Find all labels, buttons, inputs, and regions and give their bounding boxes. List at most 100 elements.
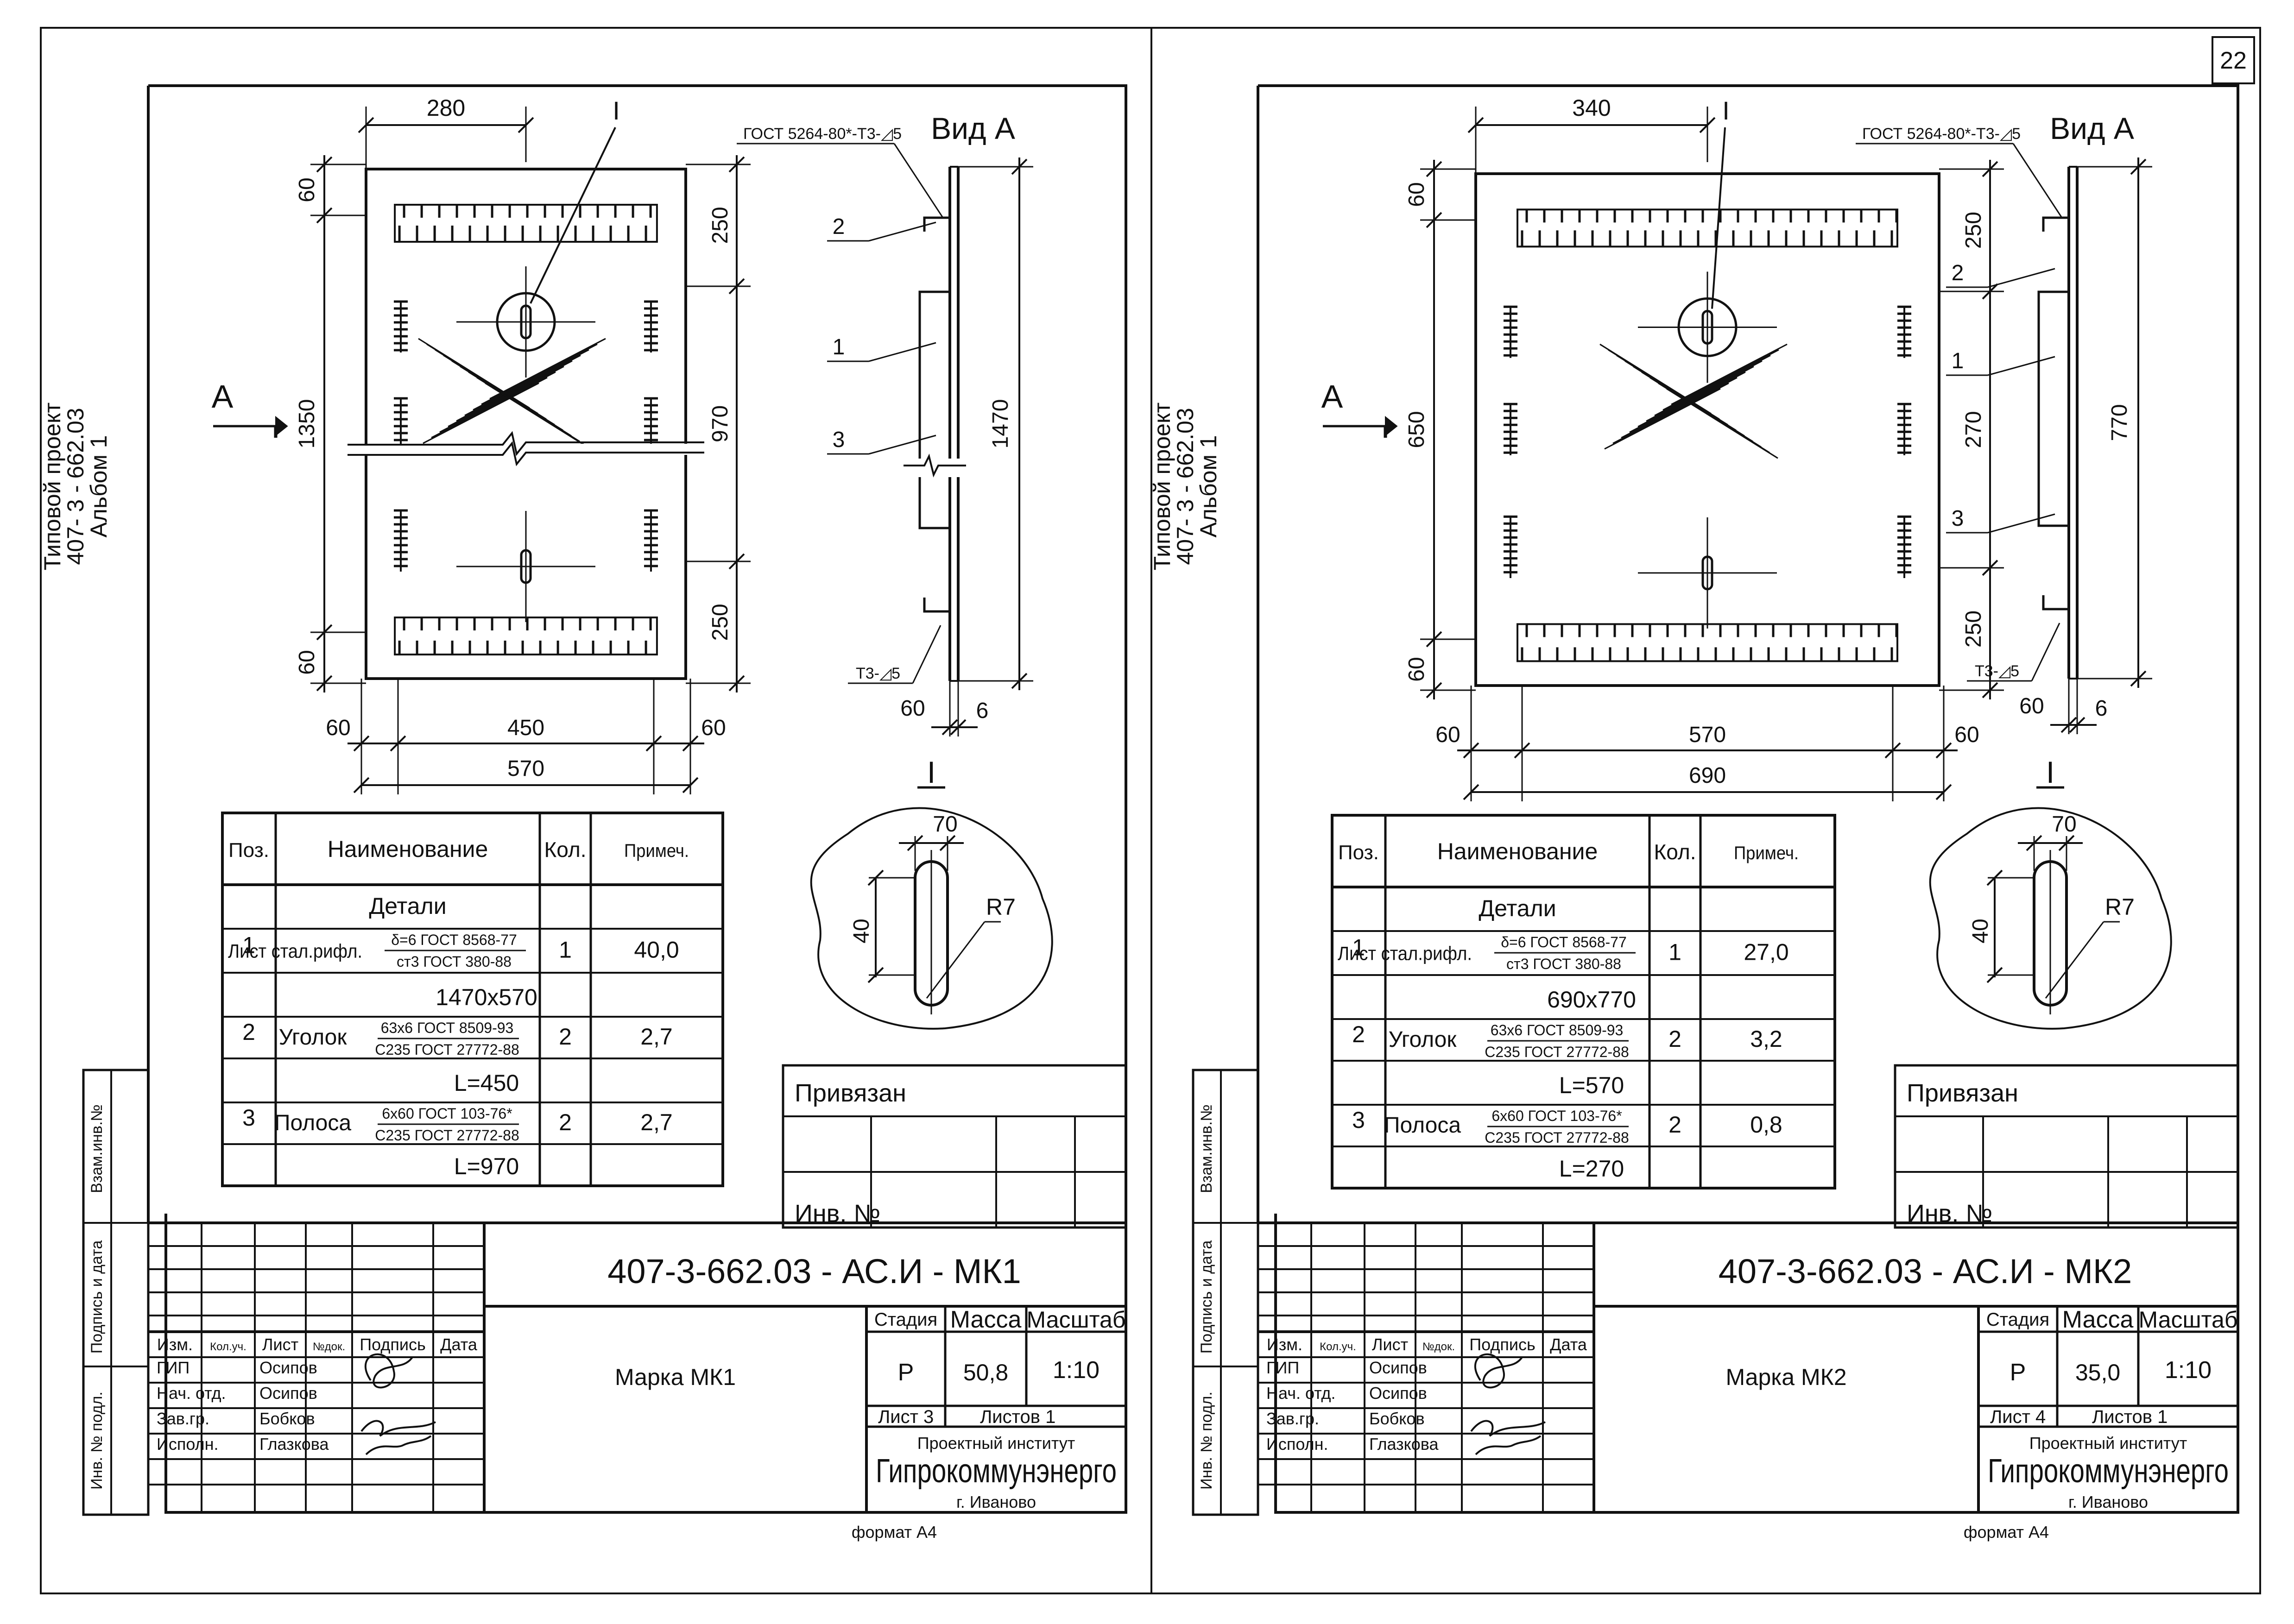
dimension-tick	[2058, 835, 2075, 851]
table-extra: L=570	[1559, 1072, 1624, 1098]
title-stage: Р	[2010, 1359, 2026, 1386]
side-stamp-replaced-inv: Взам.инв.№	[88, 1104, 106, 1193]
dimension-right: 250	[708, 604, 733, 641]
table-note: 40,0	[634, 937, 679, 963]
table-pos: 2	[242, 1019, 255, 1045]
dimension-tick	[390, 735, 406, 752]
side-note-line-2: 407- 3 - 662.03	[63, 408, 88, 565]
table-header: Примеч.	[624, 841, 689, 861]
title-col-header: №док.	[1422, 1341, 1455, 1353]
dimension-tick	[1982, 161, 1998, 177]
dimension-bottom: 60	[2019, 694, 2044, 718]
side-stamp-original-inv: Инв. № подл.	[1198, 1391, 1215, 1490]
detail-title: I	[2046, 755, 2054, 789]
binding-frame	[1894, 1064, 2239, 1229]
title-col-header: Изм.	[1267, 1335, 1302, 1354]
table-qty: 1	[1668, 939, 1681, 965]
callout-leader	[530, 127, 616, 304]
title-mass-label: Масса	[2062, 1306, 2134, 1333]
title-stage-label: Стадия	[1986, 1309, 2049, 1330]
leader-line	[868, 434, 936, 455]
title-col-header: Дата	[440, 1335, 478, 1354]
dimension-tick	[682, 777, 699, 793]
side-stamp-replaced-inv: Взам.инв.№	[1198, 1104, 1215, 1193]
dimension-overall: 690	[1689, 763, 1726, 788]
title-code: 407-3-662.03 - АС.И - МК2	[1719, 1252, 2132, 1290]
title-role: Исполн.	[1266, 1435, 1328, 1454]
title-col-header: Лист	[262, 1335, 298, 1354]
title-col-header: Подпись	[360, 1335, 425, 1354]
dimension-tick	[316, 207, 333, 224]
dimension-left: 650	[1404, 411, 1429, 448]
weld-note: ГОСТ 5264-80*-Т3-◿5	[743, 125, 902, 143]
dimension-tick	[728, 675, 745, 692]
side-stamp-original-inv: Инв. № подл.	[88, 1391, 106, 1490]
table-name: Лист стал.рифл.	[1338, 943, 1472, 964]
table-pos: 3	[1352, 1107, 1365, 1133]
table-name: Полоса	[274, 1111, 351, 1135]
table-header: Наименование	[1437, 838, 1598, 864]
table-name: Уголок	[279, 1025, 348, 1050]
detail-boundary	[1929, 807, 2172, 1030]
table-note: 0,8	[1750, 1112, 1782, 1138]
title-person: Осипов	[259, 1384, 317, 1403]
position-number: 3	[833, 428, 845, 452]
callout-label: I	[613, 96, 620, 125]
dimension-tick	[316, 156, 333, 173]
leader-line	[1987, 356, 2055, 376]
title-role: Исполн.	[157, 1435, 219, 1454]
riffle-line	[456, 360, 573, 422]
title-person: Бобков	[1369, 1409, 1425, 1428]
title-role: Нач. отд.	[157, 1384, 226, 1403]
table-spec: С235 ГОСТ 27772-88	[1485, 1129, 1629, 1146]
section-arrow-label: A	[1321, 378, 1343, 415]
dimension-tick	[2069, 717, 2085, 733]
dimension-tick	[1982, 283, 1998, 300]
leader-line	[2031, 623, 2060, 681]
table-header: Наименование	[328, 836, 488, 862]
title-scale: 1:10	[2165, 1357, 2212, 1384]
dimension-tick	[353, 735, 370, 752]
dimension-tick	[1011, 158, 1028, 175]
callout-label: I	[1722, 96, 1730, 125]
dimension-bottom: 570	[1689, 723, 1726, 747]
dimension-tick	[2130, 158, 2147, 175]
weld-note: ГОСТ 5264-80*-Т3-◿5	[1862, 125, 2021, 143]
dimension-tick	[907, 835, 923, 851]
angle-top	[2042, 216, 2069, 232]
table-frame	[221, 812, 724, 1187]
title-col-header: Кол.уч.	[1320, 1341, 1356, 1353]
dimension-tick	[939, 835, 956, 851]
dimension-tick	[1463, 742, 1479, 759]
table-qty: 2	[559, 1109, 572, 1135]
title-scale-label: Масштаб	[2139, 1307, 2238, 1333]
plate-outline	[365, 168, 687, 680]
title-person: Бобков	[259, 1409, 315, 1428]
dimension-bottom: 60	[1435, 723, 1460, 747]
detail-radius: R7	[986, 894, 1016, 920]
title-sheet: Лист 4	[1990, 1407, 2046, 1427]
drawing-frame	[148, 84, 1127, 1514]
dimension-tick	[950, 719, 967, 736]
table-pos: 1	[242, 932, 255, 958]
table-spec: 63x6 ГОСТ 8509-93	[1491, 1022, 1624, 1039]
page-number: 22	[2220, 47, 2247, 74]
dimension-tick	[1699, 117, 1716, 133]
dimension-tick	[867, 869, 884, 886]
leader-line	[2012, 143, 2063, 218]
dimension-tick	[1986, 869, 2003, 886]
table-pos: 3	[242, 1105, 255, 1131]
table-header: Кол.	[544, 837, 587, 862]
title-mark: Марка МК1	[615, 1364, 736, 1390]
binding-title: Привязан	[1907, 1079, 2018, 1107]
table-spec: ст3 ГОСТ 380-88	[397, 953, 512, 970]
dimension-tick	[2026, 835, 2042, 851]
table-note: 2,7	[640, 1109, 673, 1135]
table-header: Примеч.	[1734, 843, 1799, 863]
